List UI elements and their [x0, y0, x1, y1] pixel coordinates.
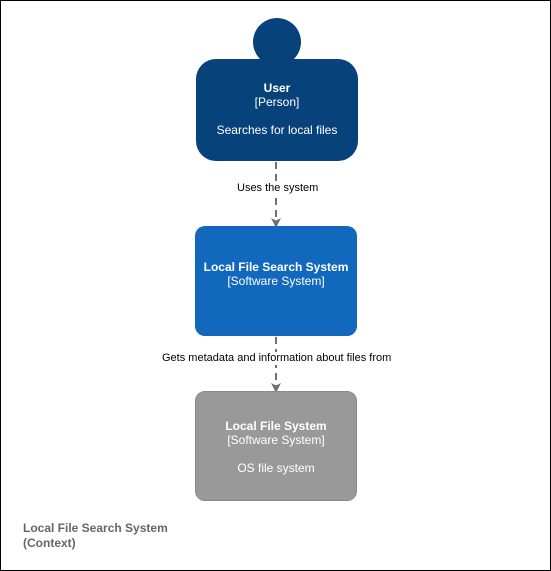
user-description: Searches for local files	[216, 123, 338, 137]
file-system-description: OS file system	[237, 461, 315, 475]
edge-label-uses-system: Uses the system	[237, 182, 319, 195]
search-system-kind: [Software System]	[227, 274, 325, 288]
file-system-title: Local File System	[225, 419, 327, 433]
edge-label-gets-metadata: Gets metadata and information about file…	[162, 352, 392, 365]
diagram-legend: Local File Search System (Context)	[23, 521, 168, 551]
local-file-search-system-node[interactable]: Local File Search System [Software Syste…	[195, 226, 357, 336]
user-kind: [Person]	[254, 95, 300, 109]
file-system-kind: [Software System]	[227, 433, 325, 447]
legend-title: Local File Search System	[23, 521, 168, 535]
user-person-node[interactable]: User [Person] Searches for local files	[196, 59, 358, 161]
user-title: User	[263, 81, 291, 95]
legend-subtitle: (Context)	[23, 536, 76, 550]
person-head-icon[interactable]	[253, 18, 301, 66]
search-system-title: Local File Search System	[203, 260, 349, 274]
local-file-system-node[interactable]: Local File System [Software System] OS f…	[195, 391, 357, 501]
